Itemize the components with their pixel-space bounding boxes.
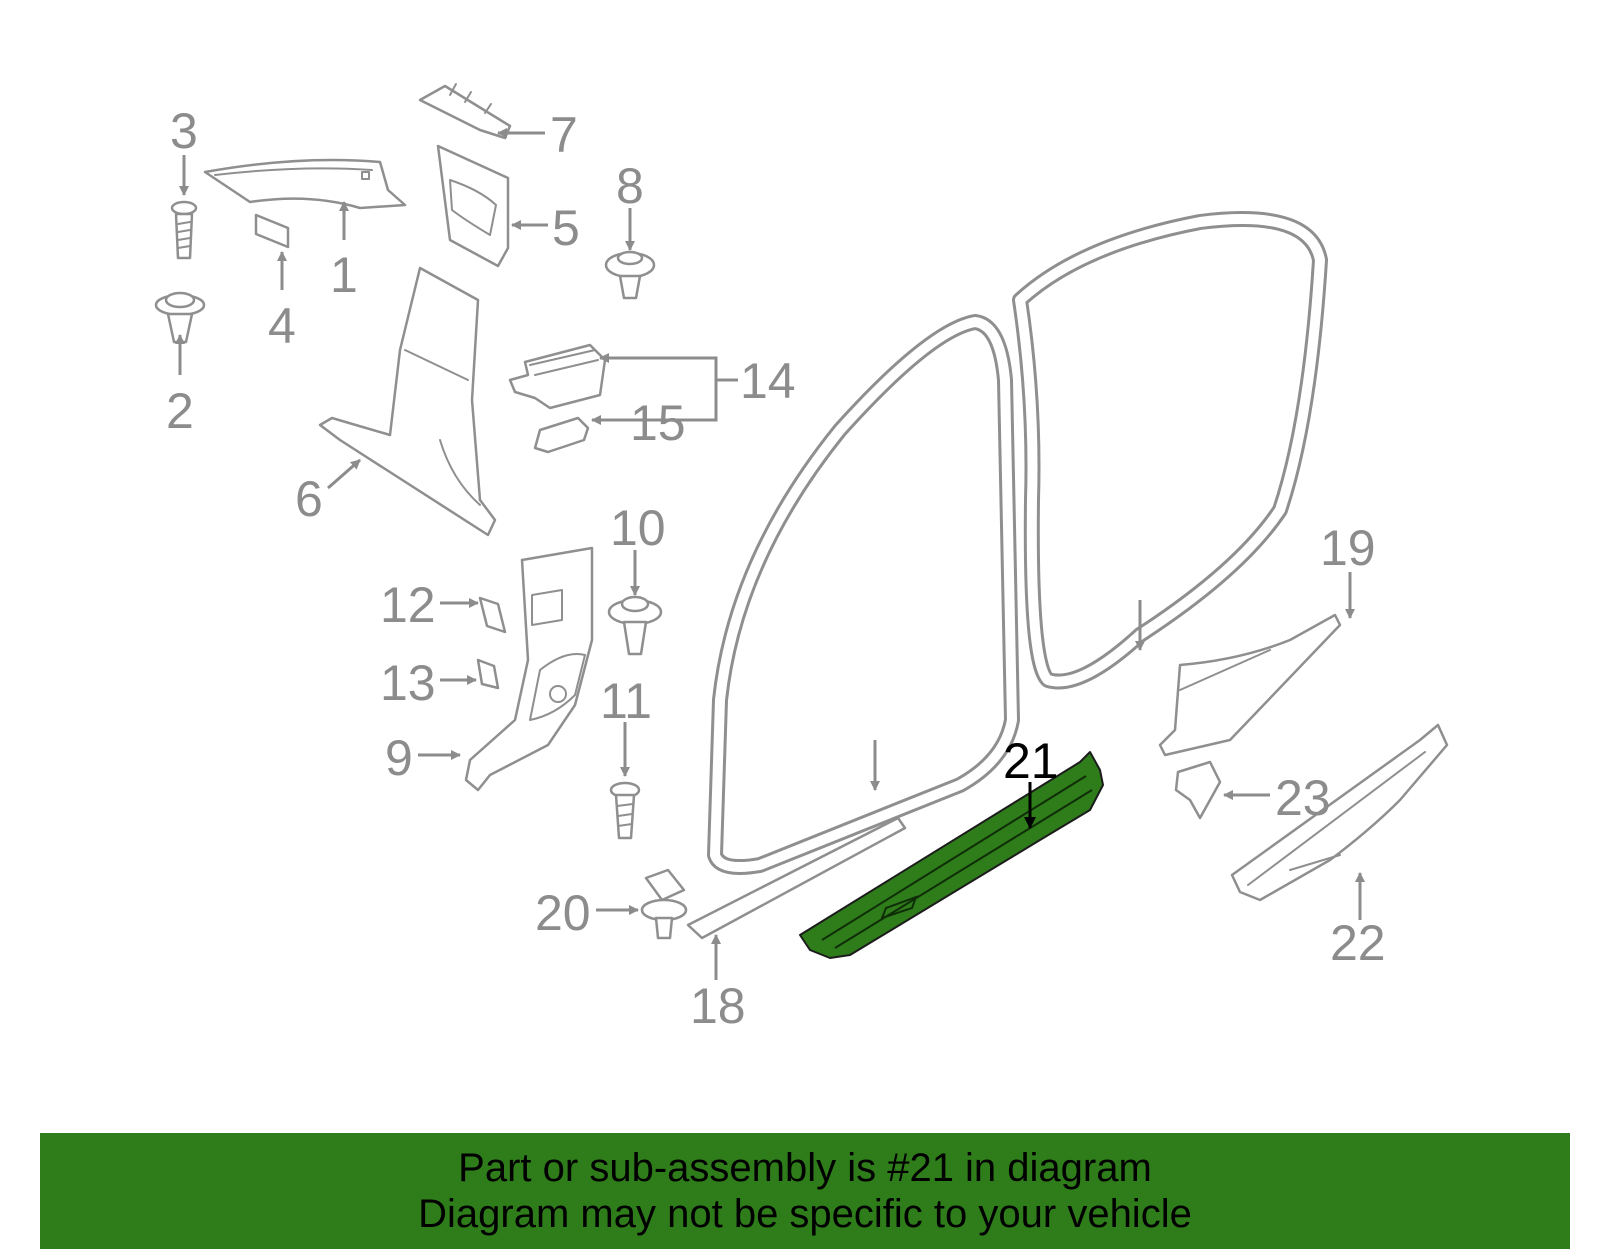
- callout-4: 4: [268, 298, 296, 354]
- callout-21-highlighted: 21: [1003, 733, 1059, 789]
- part-9-lower-trim[interactable]: [464, 546, 594, 792]
- part-12-clip[interactable]: [478, 596, 507, 634]
- part-2-push-clip[interactable]: [154, 291, 206, 344]
- callout-20: 20: [535, 885, 591, 941]
- part-3-bolt[interactable]: [170, 200, 198, 260]
- callout-22: 22: [1330, 915, 1386, 971]
- part-13-clip[interactable]: [476, 658, 500, 690]
- leader-lines: [175, 128, 1365, 980]
- callout-8: 8: [616, 158, 644, 214]
- part-22-rear-sill-plate[interactable]: [1230, 723, 1449, 902]
- rear-door-seal: [1012, 211, 1328, 690]
- part-6-b-pillar-trim[interactable]: [318, 266, 497, 537]
- part-19-rear-trim[interactable]: [1158, 613, 1342, 757]
- callout-14: 14: [740, 353, 796, 409]
- part-18-sill-strip[interactable]: [686, 816, 907, 940]
- part-4-clip[interactable]: [254, 213, 290, 249]
- front-door-seal: [707, 314, 1020, 875]
- part-11-screw[interactable]: [609, 781, 641, 840]
- callout-12: 12: [380, 577, 436, 633]
- callout-13: 13: [380, 655, 436, 711]
- part-20-retainer[interactable]: [640, 868, 688, 940]
- callout-11: 11: [600, 673, 652, 729]
- callout-23: 23: [1275, 770, 1331, 826]
- callout-15: 15: [630, 395, 686, 451]
- callout-18: 18: [690, 978, 746, 1034]
- callout-labels: 3 1 4 2 7 5 8 6 14 15 10 12 13 11 9 20 1…: [166, 103, 1386, 1034]
- part-5-pillar-trim[interactable]: [436, 144, 510, 268]
- callout-5: 5: [552, 200, 580, 256]
- part-21-sill-plate-highlighted[interactable]: [799, 751, 1104, 959]
- info-banner: Part or sub-assembly is #21 in diagram D…: [40, 1133, 1570, 1249]
- banner-line-1: Part or sub-assembly is #21 in diagram: [458, 1146, 1152, 1190]
- part-15-pin[interactable]: [533, 416, 590, 454]
- part-1-upper-trim[interactable]: [203, 158, 407, 210]
- callout-1: 1: [330, 247, 358, 303]
- banner-line-2: Diagram may not be specific to your vehi…: [418, 1192, 1192, 1236]
- part-10-clip[interactable]: [607, 595, 663, 656]
- callout-2: 2: [166, 383, 194, 439]
- callout-19: 19: [1320, 520, 1376, 576]
- callout-10: 10: [610, 500, 666, 556]
- part-8-clip[interactable]: [604, 250, 656, 300]
- callout-9: 9: [385, 730, 413, 786]
- callout-6: 6: [295, 471, 323, 527]
- callout-7: 7: [550, 107, 578, 163]
- part-7-bracket[interactable]: [418, 83, 512, 140]
- part-14-module[interactable]: [508, 343, 607, 410]
- callout-3: 3: [170, 103, 198, 159]
- part-23-clip[interactable]: [1174, 760, 1222, 820]
